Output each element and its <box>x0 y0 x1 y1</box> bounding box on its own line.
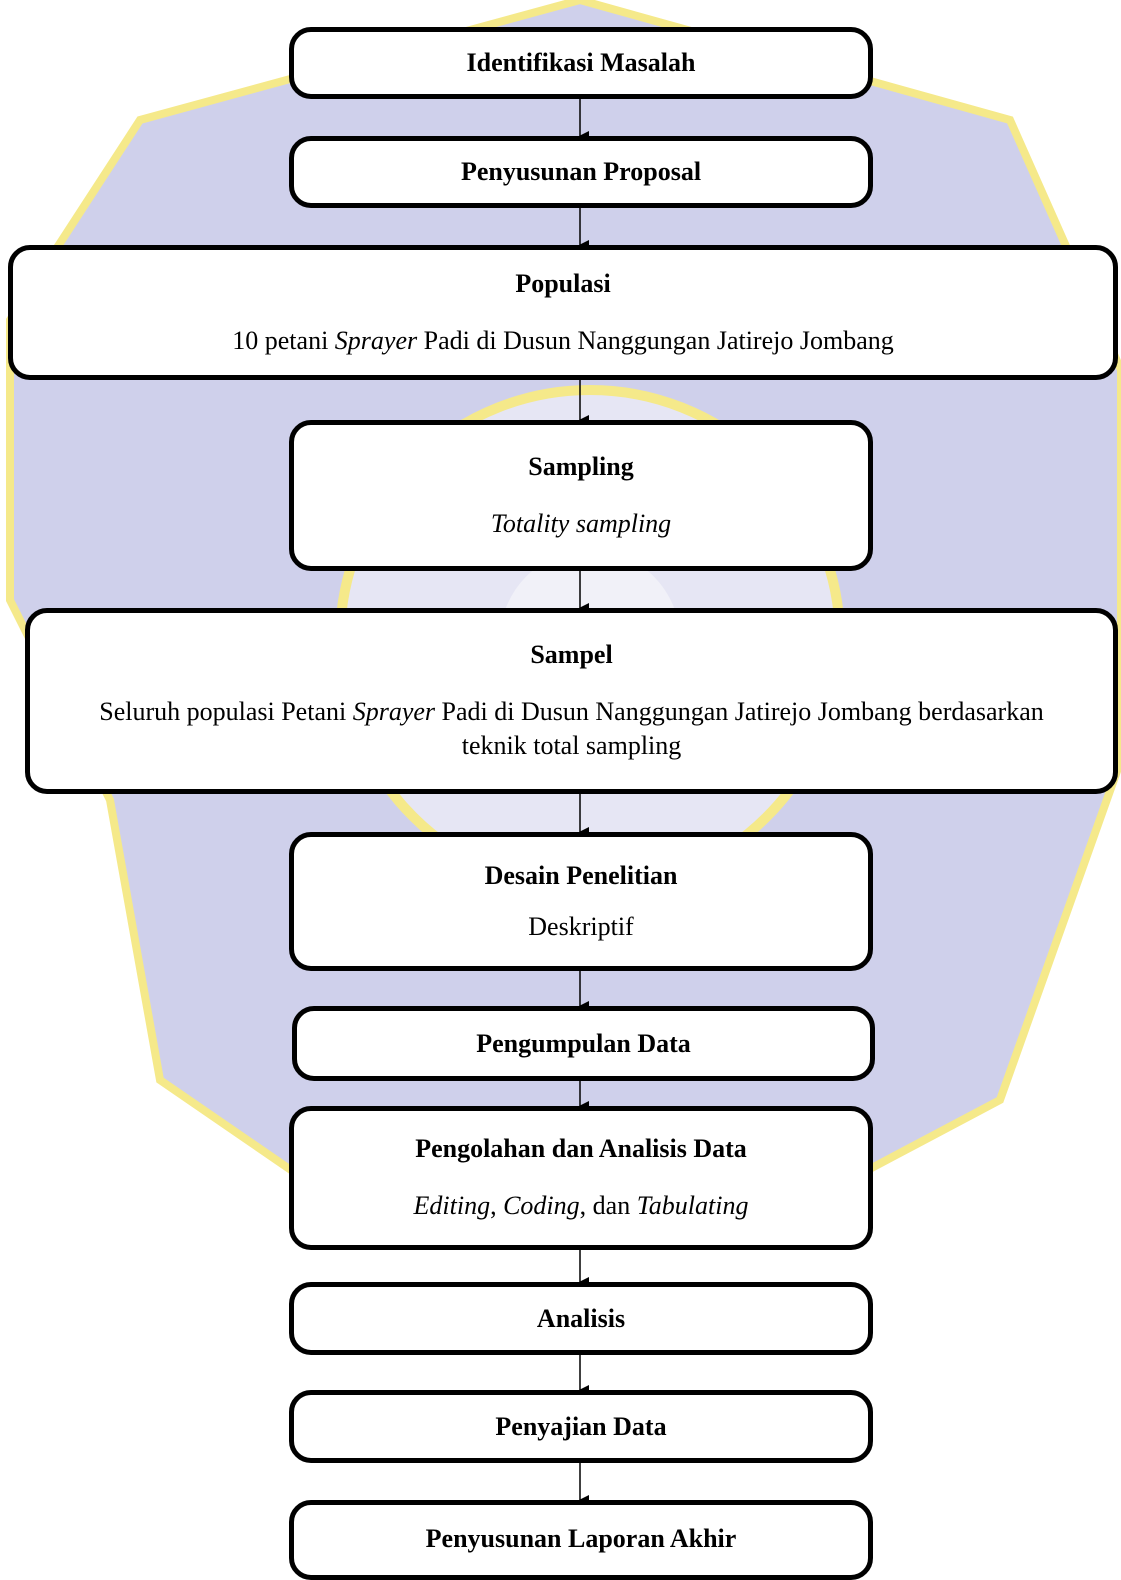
step-analisis: Analisis <box>289 1282 873 1355</box>
step-sampling: Sampling Totality sampling <box>289 420 873 571</box>
description-segment: Editing <box>413 1191 491 1220</box>
step-title: Populasi <box>515 268 611 298</box>
step-penyusunan-proposal: Penyusunan Proposal <box>289 136 873 208</box>
step-title: Identifikasi Masalah <box>466 48 696 77</box>
description-segment: Sprayer <box>334 325 418 355</box>
step-pengolahan-analisis: Pengolahan dan Analisis Data Editing, Co… <box>289 1106 873 1250</box>
description-segment: Sprayer <box>352 697 436 726</box>
step-penyusunan-laporan-akhir: Penyusunan Laporan Akhir <box>289 1500 873 1580</box>
description-segment: , <box>490 1191 504 1220</box>
step-description: Seluruh populasi Petani Sprayer Padi di … <box>92 695 1052 763</box>
step-title: Pengumpulan Data <box>476 1028 691 1058</box>
step-title: Penyusunan Laporan Akhir <box>425 1524 737 1553</box>
step-desain-penelitian: Desain Penelitian Deskriptif <box>289 832 873 971</box>
description-segment: , dan <box>579 1191 637 1220</box>
step-title: Pengolahan dan Analisis Data <box>415 1134 747 1163</box>
step-description: Editing, Coding, dan Tabulating <box>414 1189 749 1223</box>
step-description: Totality sampling <box>491 507 671 541</box>
description-segment: 10 petani <box>232 325 335 355</box>
step-pengumpulan-data: Pengumpulan Data <box>292 1006 875 1081</box>
description-segment: Deskriptif <box>528 911 634 941</box>
description-segment: Padi di Dusun Nanggungan Jatirejo Jomban… <box>417 325 894 355</box>
step-populasi: Populasi 10 petani Sprayer Padi di Dusun… <box>8 245 1118 380</box>
step-description: Deskriptif <box>528 910 633 944</box>
step-title: Desain Penelitian <box>484 860 678 890</box>
step-sampel: Sampel Seluruh populasi Petani Sprayer P… <box>25 608 1118 794</box>
description-segment: Tabulating <box>636 1191 749 1220</box>
step-title: Penyusunan Proposal <box>460 157 702 186</box>
description-segment: Seluruh populasi Petani <box>99 697 353 726</box>
step-title: Penyajian Data <box>495 1411 667 1441</box>
step-title: Sampling <box>528 451 634 481</box>
step-description: 10 petani Sprayer Padi di Dusun Nanggung… <box>232 324 893 358</box>
description-segment: Padi di Dusun Nanggungan Jatirejo Jomban… <box>435 697 1044 760</box>
step-penyajian-data: Penyajian Data <box>289 1390 873 1463</box>
description-segment: Totality sampling <box>490 508 672 538</box>
step-title: Sampel <box>530 640 613 669</box>
step-title: Analisis <box>536 1303 626 1333</box>
step-identifikasi-masalah: Identifikasi Masalah <box>289 27 873 99</box>
description-segment: Coding <box>503 1191 580 1220</box>
